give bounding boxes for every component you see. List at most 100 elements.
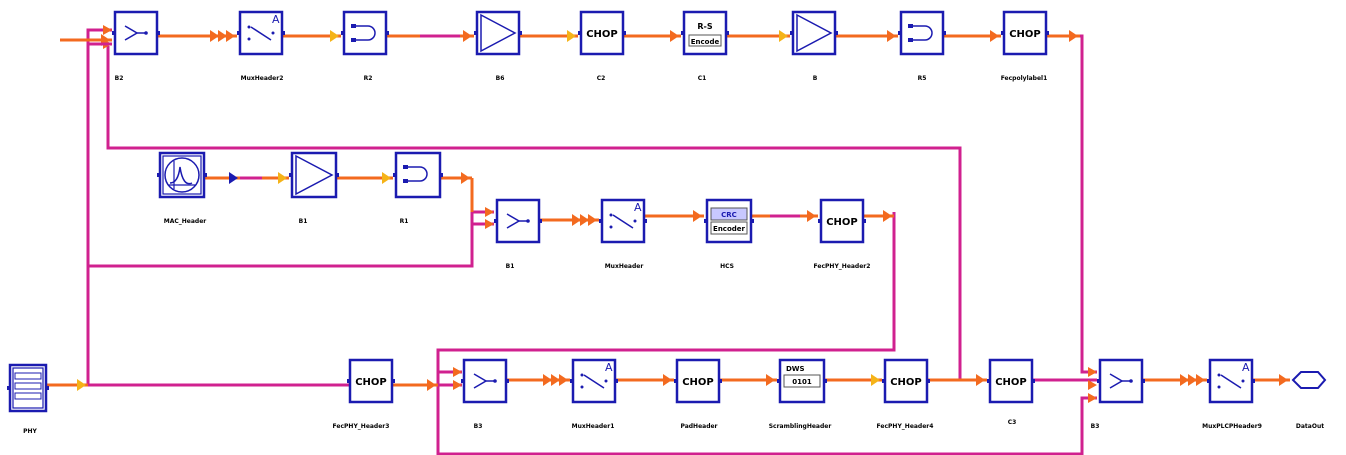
block-mux-header1[interactable]: A (570, 358, 618, 404)
wire-1 (106, 46, 962, 380)
label-mac-header: MAC_Header (164, 218, 207, 225)
link-c2-c1-arrow (670, 30, 679, 42)
block-hcs[interactable]: CRC Encoder (704, 198, 754, 244)
block-frame (290, 151, 338, 199)
svg-text:DWS: DWS (786, 365, 805, 373)
svg-text:CRC: CRC (721, 211, 737, 219)
label-fec-phy-header2: FecPHY_Header2 (814, 263, 871, 270)
block-b1[interactable] (289, 151, 339, 199)
link-fec3-out-arrow (427, 379, 436, 391)
block-r5[interactable] (898, 10, 946, 56)
link-b1-mux-arrow (580, 214, 589, 226)
link-hcs-fec2-arrow (807, 210, 816, 222)
block-b3[interactable] (461, 358, 509, 404)
chop-icon: CHOP (586, 29, 618, 40)
label-mux-header2: MuxHeader2 (241, 75, 284, 82)
block-c3[interactable]: CHOP (987, 358, 1035, 404)
block-r1[interactable] (393, 151, 443, 199)
adder-icon (506, 213, 530, 229)
block-pad-header[interactable]: CHOP (674, 358, 722, 404)
svg-text:CHOP: CHOP (355, 377, 387, 388)
svg-text:CHOP: CHOP (1009, 29, 1041, 40)
label-mux-header: MuxHeader (605, 263, 644, 270)
signal-source-icon (164, 157, 200, 193)
block-frame (475, 10, 521, 56)
link-b4-muxp-arrow (1196, 374, 1205, 386)
chop-icon: CHOP (682, 377, 714, 388)
svg-text:CHOP: CHOP (826, 217, 858, 228)
input-arrow-4 (453, 367, 462, 377)
input-arrow-7 (1088, 380, 1097, 390)
link-mux-hcs-arrow (693, 210, 702, 222)
svg-text:R-S: R-S (697, 22, 712, 31)
link-c1-b-arrow (779, 30, 788, 42)
link-b6-c2-arrow (567, 30, 576, 42)
link-mac-b1b-arrow (278, 172, 287, 184)
link-b-r5-arrow (887, 30, 896, 42)
svg-text:CHOP: CHOP (890, 377, 922, 388)
chop-icon: CHOP (890, 377, 922, 388)
block-c2[interactable]: CHOP (578, 10, 626, 56)
block-fec-phy-header2[interactable]: CHOP (818, 198, 866, 244)
svg-text:A: A (634, 201, 642, 214)
svg-text:0101: 0101 (792, 378, 812, 386)
block-scrambling-header[interactable]: DWS 0101 (777, 358, 827, 404)
block-b[interactable] (790, 10, 838, 56)
adder-icon (473, 373, 497, 389)
label-b4: B3 (1091, 423, 1100, 430)
block-b-1[interactable] (494, 198, 542, 244)
block-r2[interactable] (341, 10, 389, 56)
scrambler-icon: DWS 0101 (783, 365, 821, 388)
block-mac-header[interactable] (157, 151, 207, 199)
block-mux-header2[interactable]: A (237, 10, 285, 56)
block-b6[interactable] (474, 10, 522, 56)
label-fec-phy-header3: FecPHY_Header3 (333, 423, 390, 430)
link-mux2-r2-arrow (330, 30, 339, 42)
label-b2: B2 (115, 75, 124, 82)
link-fec4-c3-arrow (976, 374, 985, 386)
link-b4-muxp-arrow (1180, 374, 1189, 386)
input-arrow-0 (103, 25, 112, 35)
block-fec-phy-header3[interactable]: CHOP (347, 358, 395, 404)
block-frame (394, 151, 442, 199)
block-frame (682, 10, 728, 56)
phy-source-icon (14, 372, 42, 400)
block-b4[interactable] (1097, 358, 1145, 404)
link-b2-mux2-arrow (218, 30, 227, 42)
label-b6: B6 (496, 75, 505, 82)
label-c2: C2 (597, 75, 606, 82)
crc-encoder-icon: CRC Encoder (710, 207, 748, 235)
block-phy[interactable] (7, 363, 49, 413)
block-fec-phy-header4[interactable]: CHOP (882, 358, 930, 404)
block-frame (705, 198, 753, 244)
block-mux-plcp[interactable]: A (1207, 358, 1255, 404)
adder-icon (1109, 373, 1133, 389)
link-b1-mux-arrow (572, 214, 581, 226)
block-frame (899, 10, 945, 56)
mux-switch-icon: A (1217, 361, 1250, 389)
svg-text:CHOP: CHOP (995, 377, 1027, 388)
link-fec2-out-arrow (883, 210, 892, 222)
link-b4-muxp-arrow (1188, 374, 1197, 386)
block-b2[interactable] (112, 10, 160, 56)
block-data-out[interactable] (1291, 371, 1327, 389)
chop-icon: CHOP (995, 377, 1027, 388)
link-b3-mux1-arrow (559, 374, 568, 386)
svg-text:A: A (1242, 361, 1250, 374)
wire-10 (436, 385, 1097, 455)
block-fec-polylabel[interactable]: CHOP (1001, 10, 1049, 56)
label-fec-polylabel: Fecpolylabel1 (1001, 75, 1048, 82)
wire-2 (88, 212, 474, 268)
svg-text:Encoder: Encoder (713, 225, 745, 233)
label-pad-header: PadHeader (680, 423, 717, 430)
buffer-triangle-icon (796, 13, 833, 53)
block-mux-header[interactable]: A (599, 198, 647, 244)
link-b1-r1-arrow (382, 172, 391, 184)
link-mux1-pad-arrow (663, 374, 672, 386)
wire-6 (1076, 34, 1097, 374)
repeat-icon (351, 24, 376, 42)
input-arrow-3 (485, 219, 494, 229)
